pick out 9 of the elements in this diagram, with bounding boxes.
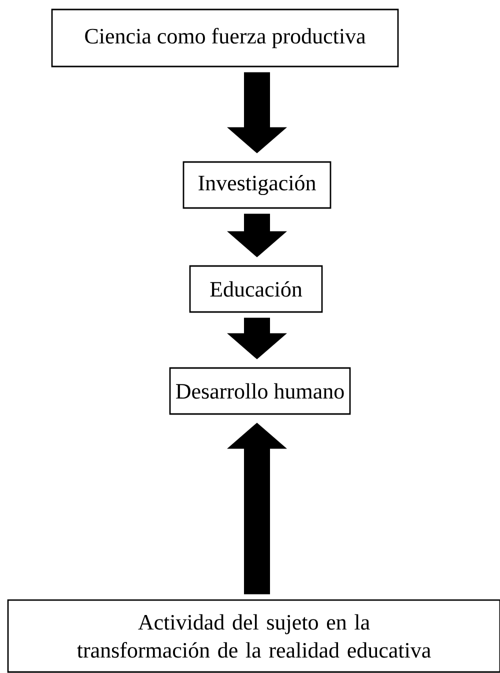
block-arrow	[227, 422, 287, 594]
block-arrow	[227, 318, 287, 360]
process-box: Ciencia como fuerza productiva	[51, 8, 399, 68]
process-box: Actividad del sujeto en la transformación de la realidad educativa	[7, 599, 500, 673]
process-box: Desarrollo humano	[169, 367, 351, 415]
block-arrow	[227, 214, 287, 258]
process-box: Investigación	[182, 161, 332, 209]
process-box: Educación	[189, 265, 323, 313]
block-arrow	[227, 72, 287, 154]
